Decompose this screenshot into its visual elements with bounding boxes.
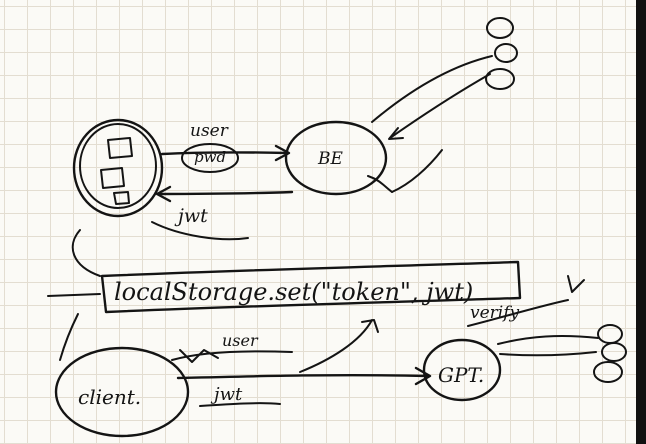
db-cluster-top: [371, 17, 518, 140]
verify-label: verify: [470, 303, 520, 323]
frontend-inner-circle: [79, 123, 157, 209]
gpt-label: GPT.: [438, 363, 484, 387]
verify-underline: [467, 299, 569, 327]
db-bottom-circle-1: [597, 324, 623, 344]
frontend-outer-circle: [72, 118, 164, 218]
client-node: client.: [54, 346, 190, 438]
verify-arrow-out: [497, 335, 599, 345]
loop-to-storage: [71, 229, 101, 277]
edge-jwt-bottom: jwt: [176, 366, 432, 407]
page-sketch-1: [107, 137, 133, 159]
jwt-underline: [151, 221, 249, 241]
edge-pwd-label: pwd: [194, 148, 226, 166]
be-server-node: BE: [284, 120, 443, 196]
edge-jwt-label: jwt: [174, 205, 208, 227]
be-circle: [284, 120, 388, 196]
db-circle-1: [486, 17, 514, 39]
user-scribble: [179, 349, 219, 363]
arrow-to-be-head: [274, 144, 291, 162]
client-circle: [54, 346, 190, 438]
storage-outline: [100, 260, 522, 314]
db-cluster-bottom: [593, 324, 627, 383]
jwt-arrow-head: [414, 366, 432, 386]
be-tail: [367, 175, 393, 193]
user-arrow-line: [171, 350, 293, 361]
arrow-jwt-back: [156, 190, 294, 196]
storage-in-arrow: [47, 293, 101, 297]
db-circle-2: [494, 43, 518, 63]
db-bottom-circle-3: [593, 361, 623, 383]
bottom-user-label: user: [222, 331, 259, 350]
window-edge: [636, 0, 646, 444]
db-bottom-circle-2: [601, 342, 627, 362]
frontend-node: [72, 118, 164, 218]
edge-user-pwd: user pwd: [160, 121, 291, 173]
be-tail-2: [391, 149, 443, 193]
be-label: BE: [317, 149, 343, 169]
arrow-db-to-be-head: [388, 127, 404, 140]
storage-call-text: localStorage.set("token", jwt): [114, 278, 473, 306]
storage-box: localStorage.set("token", jwt): [47, 260, 522, 361]
verify-arrow-back: [499, 351, 597, 357]
page-sketch-3: [113, 191, 130, 205]
user-arrow-up-head: [361, 319, 379, 333]
gpt-circle: [422, 338, 502, 402]
db-circle-3: [485, 68, 515, 90]
client-label: client.: [78, 385, 141, 409]
bottom-jwt-label: jwt: [210, 384, 243, 405]
page-sketch-2: [100, 167, 125, 189]
storage-to-client: [59, 313, 79, 361]
arrow-to-be: [160, 151, 290, 156]
arrow-jwt-back-head: [155, 185, 172, 203]
user-arrow-up: [299, 319, 373, 373]
jwt-arrow-line: [176, 373, 430, 380]
arrow-be-to-db: [371, 55, 493, 123]
arrow-db-to-be: [389, 73, 491, 139]
verify-edge: verify: [467, 275, 599, 357]
gpt-node: GPT.: [422, 338, 502, 402]
edge-user-bottom: user: [171, 319, 379, 373]
verify-check: [567, 275, 585, 293]
bottom-jwt-underline: [199, 402, 281, 407]
pwd-bubble: [181, 143, 239, 173]
edge-user-label: user: [190, 121, 229, 141]
edge-jwt-return: jwt: [71, 185, 294, 277]
